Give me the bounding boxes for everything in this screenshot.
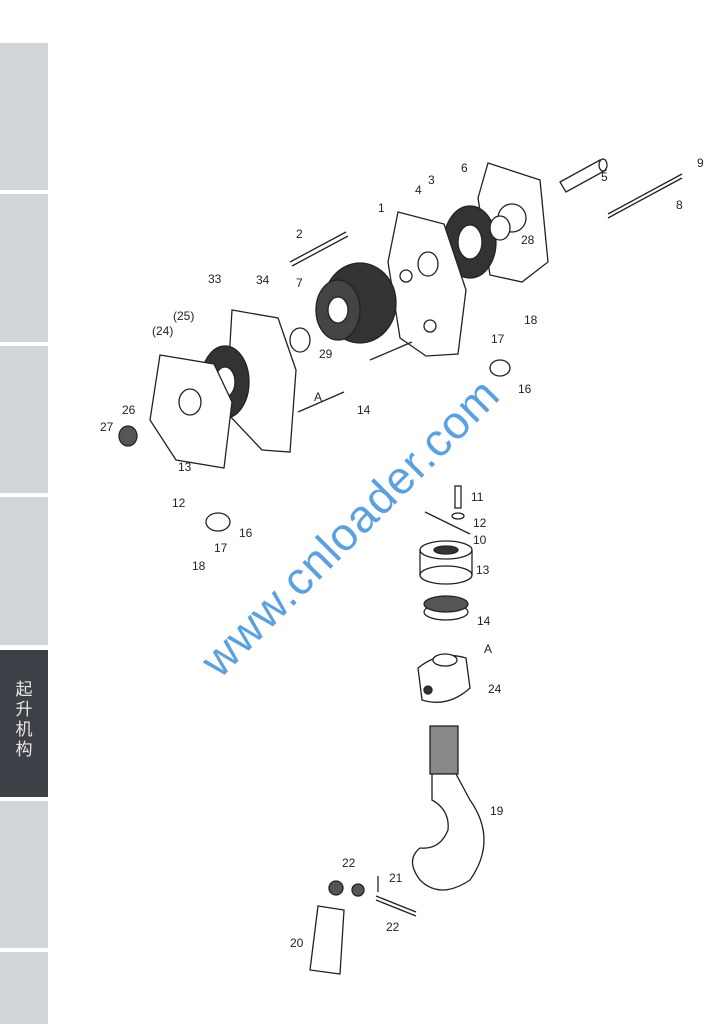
part-label: 27 [100,420,114,434]
side-tab-2[interactable] [0,194,48,342]
plate-1 [387,211,467,357]
part-label: 26 [122,403,136,417]
bushing-29 [289,327,311,353]
hook-19 [411,773,485,891]
part-label: 29 [319,347,333,361]
part-label: A [314,390,322,404]
part-label: A [484,642,492,656]
ring-13 [419,565,473,585]
part-label: 12 [172,496,186,510]
part-label: 17 [214,541,228,555]
bolt-11 [454,485,462,509]
part-label: 22 [342,856,356,870]
side-tab-label: 起升机构 [15,680,33,760]
side-tab-3[interactable] [0,346,48,493]
part-label: (25) [173,309,194,323]
part-label: 18 [524,313,538,327]
part-label: 8 [676,198,683,212]
part-label: 34 [256,273,270,287]
part-label: 28 [521,233,535,247]
part-label: 17 [491,332,505,346]
latch-20 [309,905,345,975]
side-tab-6[interactable] [0,801,48,948]
part-label: 16 [518,382,532,396]
part-label: 1 [378,201,385,215]
part-label: 14 [357,403,371,417]
side-tab-7[interactable] [0,952,48,1024]
side-tab-4[interactable] [0,497,48,645]
part-label: 24 [488,682,502,696]
part-label: 11 [471,490,484,504]
part-label: 20 [290,936,304,950]
part-label: 7 [296,276,303,290]
plate-10 [424,511,471,535]
part-label: 5 [601,170,608,184]
disc-16b [205,512,231,532]
part-label: 3 [428,173,435,187]
bolt-14 [297,391,345,413]
spring-22 [328,880,344,896]
part-label: 13 [476,563,490,577]
part-label: 16 [239,526,253,540]
side-tab-1[interactable] [0,43,48,190]
part-label: 12 [473,516,487,530]
part-label: 6 [461,161,468,175]
nut-27 [118,425,138,447]
part-label: (24) [152,324,173,338]
side-tab-hoisting-mechanism[interactable]: 起升机构 [0,650,48,797]
part-label: 9 [697,156,704,170]
disc-16 [489,359,511,377]
part-label: 21 [389,871,403,885]
part-label: 33 [208,272,222,286]
part-label: 13 [178,460,192,474]
part-label: 4 [415,183,422,197]
rod-2 [289,231,347,263]
part-label: 14 [477,614,491,628]
part-label: 22 [386,920,400,934]
part-label: 19 [490,804,504,818]
hook-thread [429,725,459,775]
rod-8 [607,173,683,215]
part-label: 18 [192,559,206,573]
pin-22 [375,895,417,913]
part-label: 2 [296,227,303,241]
part-label: 10 [473,533,487,547]
